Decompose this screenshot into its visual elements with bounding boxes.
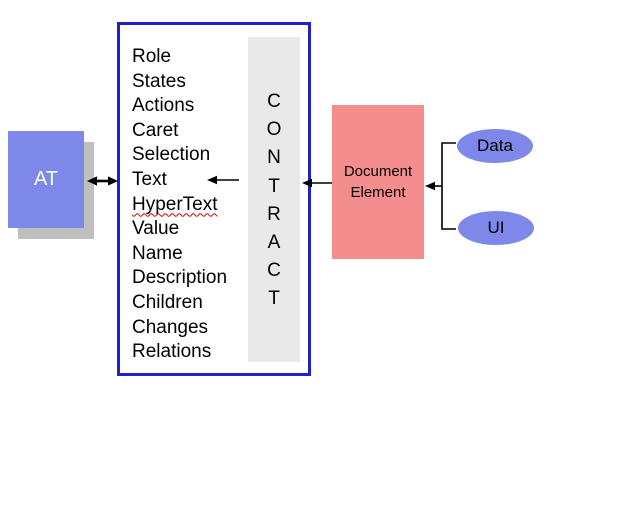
contract-vertical-letter: T — [268, 288, 280, 310]
bracket-to-document-arrow-icon — [425, 181, 442, 191]
contract-property-item: Description — [132, 267, 228, 289]
ui-node: UI — [458, 211, 534, 245]
contract-property-item: Role — [132, 46, 172, 67]
contract-property-item: Selection — [132, 144, 211, 166]
contract-vertical-letter: C — [267, 91, 281, 112]
ui-node-label: UI — [487, 218, 505, 237]
contract-vertical-letter: R — [267, 203, 281, 225]
contract-property-item: Name — [132, 242, 183, 264]
contract-property-item: HyperText — [132, 193, 218, 215]
contract-vertical-letter: C — [267, 260, 281, 282]
at-box-label: AT — [33, 168, 59, 190]
at-box: AT — [8, 131, 84, 228]
contract-property-item: Text — [132, 168, 167, 190]
contract-property-item: Children — [132, 291, 203, 313]
data-node-label: Data — [477, 136, 513, 155]
contract-property-item: Relations — [132, 341, 212, 363]
contract-vertical-bar: C O N T R A C T — [248, 37, 300, 362]
contract-vertical-letter: T — [268, 175, 280, 197]
data-node: Data — [457, 129, 533, 163]
document-element-label: Document Element — [343, 163, 413, 201]
contract-property-item: Caret — [132, 119, 179, 141]
document-element-box: Document Element — [332, 105, 424, 259]
contract-vertical-letter: O — [266, 119, 282, 141]
contract-vertical-letter: N — [267, 147, 281, 169]
fan-in-bracket — [441, 142, 456, 230]
contract-property-item: Value — [132, 218, 180, 240]
contract-property-item: Actions — [132, 95, 195, 117]
contract-property-item: States — [132, 70, 186, 92]
contract-property-list: Role States Actions Caret Selection Text… — [132, 45, 227, 365]
contract-property-item: Changes — [132, 316, 209, 338]
contract-vertical-letter: A — [267, 232, 281, 254]
